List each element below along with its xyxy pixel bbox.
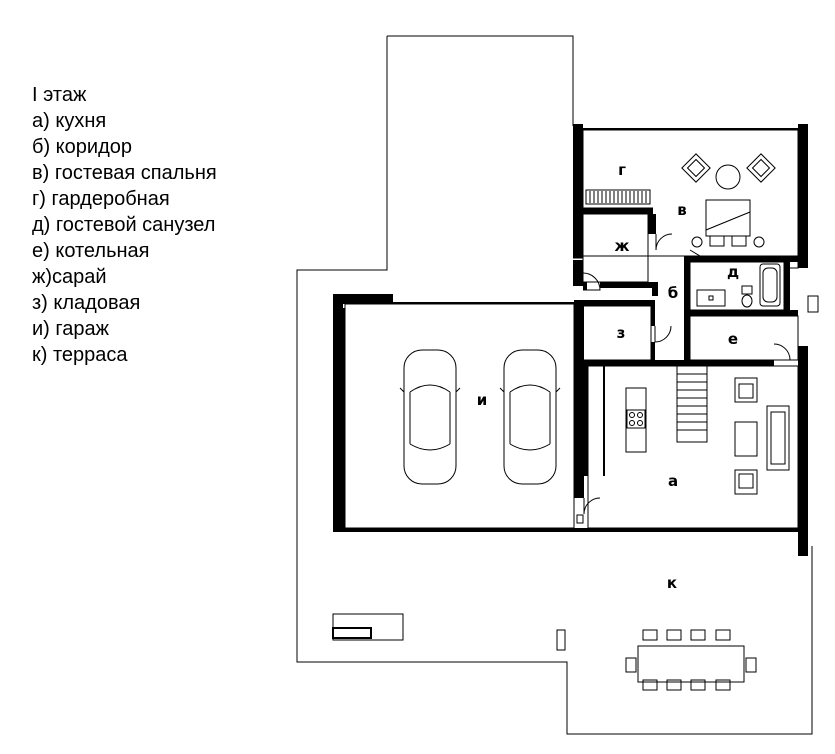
legend-item-corridor: б) коридор [32, 136, 132, 158]
room-label-corridor: б [668, 284, 678, 302]
thin-lines [344, 129, 819, 529]
bedroom-furniture [681, 153, 776, 248]
legend-item-guest-bedroom: в) гостевая спальня [32, 162, 217, 184]
room-label-kitchen: а [668, 472, 678, 490]
floor-legend: I этаж а) кухня б) коридор в) гостевая с… [32, 82, 217, 368]
legend-item-garage: и) гараж [32, 318, 109, 340]
legend-item-pantry: з) кладовая [32, 292, 141, 314]
living-furniture [734, 377, 790, 495]
terrace-furniture [332, 613, 757, 691]
car-left-icon [399, 349, 461, 485]
door-swings [582, 233, 791, 515]
legend-item-shed: ж)сарай [32, 266, 107, 288]
bathroom-fixtures [696, 263, 781, 308]
room-label-shed: ж [615, 237, 630, 255]
walls [333, 124, 808, 556]
legend-item-wardrobe: г) гардеробная [32, 188, 170, 210]
room-label-garage: и [477, 391, 488, 409]
room-label-guest-bedroom: в [677, 201, 687, 219]
legend-item-guest-bathroom: д) гостевой санузел [32, 214, 216, 236]
room-label-wardrobe: г [618, 161, 626, 179]
room-label-terrace: к [667, 574, 677, 592]
wardrobe-rack [585, 189, 651, 205]
site-outline [296, 35, 813, 735]
room-label-guest-bathroom: д [727, 263, 739, 281]
legend-item-boiler-room: е) котельная [32, 240, 150, 262]
legend-item-terrace: к) терраса [32, 344, 128, 366]
legend-title: I этаж [32, 84, 87, 106]
kitchen-island [625, 387, 647, 453]
legend-item-kitchen: а) кухня [32, 110, 107, 132]
car-right-icon [499, 349, 561, 485]
staircase [676, 365, 708, 443]
room-label-boiler-room: е [728, 330, 738, 348]
room-label-pantry: з [617, 324, 626, 342]
